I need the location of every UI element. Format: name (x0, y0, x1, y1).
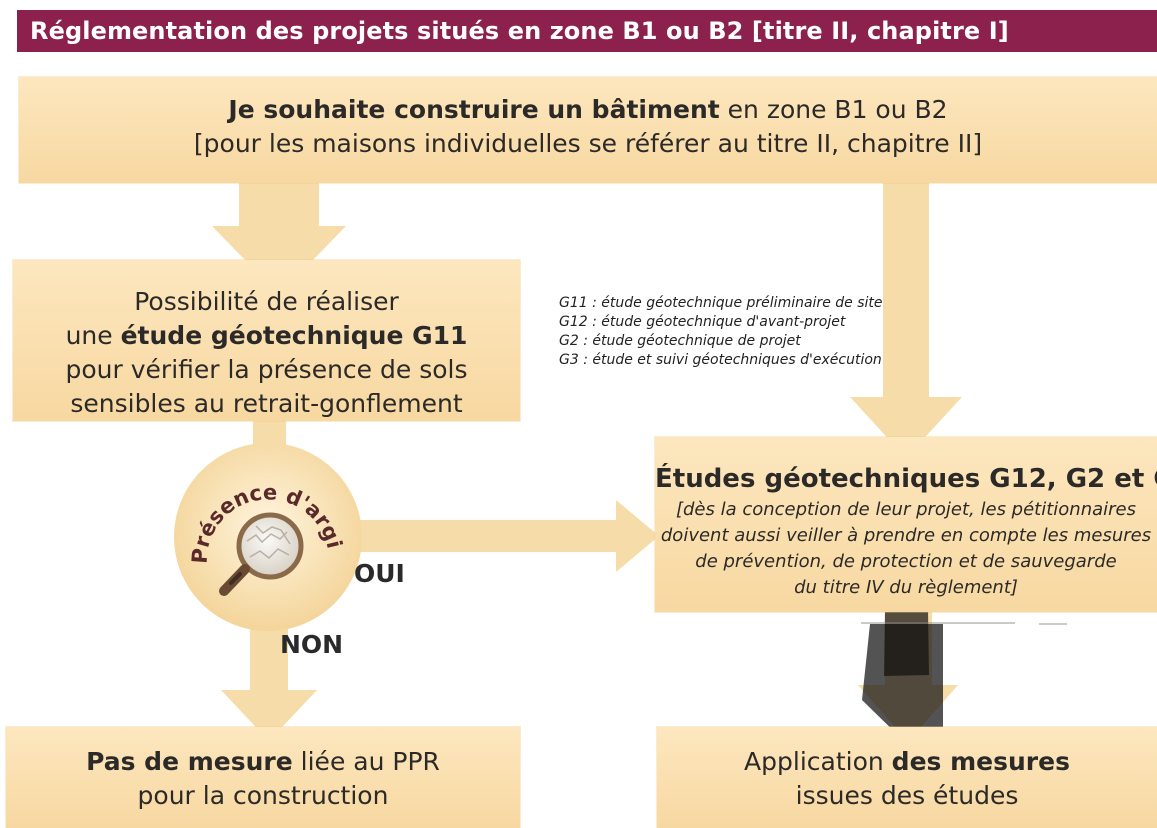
decision-node: Présence d'argile ? (176, 441, 353, 630)
apply-measures-line-1: Application des mesures (657, 745, 1157, 779)
etudes-line-2: doivent aussi veiller à prendre en compt… (660, 525, 1152, 546)
no-measure-box: Pas de mesure liée au PPR pour la constr… (6, 727, 520, 828)
arrow-g11-to-decision-stem (253, 421, 286, 462)
legend-g12: G12 : étude géotechnique d'avant-projet (559, 314, 846, 330)
page-title: Réglementation des projets situés en zon… (17, 10, 1157, 52)
g11-line-4: sensibles au retrait-gonflement (70, 389, 463, 418)
etudes-line-1: [dès la conception de leur projet, les p… (675, 499, 1137, 520)
etudes-title: Études géotechniques G12, G2 et G3 (655, 464, 1157, 494)
g11-box: Possibilité de réaliser une étude géotec… (13, 260, 520, 421)
etudes-line-4: du titre IV du règlement] (794, 577, 1018, 598)
no-measure-line-1: Pas de mesure liée au PPR (6, 745, 520, 779)
start-box-zone-text: en zone B1 ou B2 (719, 95, 948, 124)
g11-line-1: Possibilité de réaliser (134, 287, 399, 316)
legend-g11: G11 : étude géotechnique préliminaire de… (559, 295, 883, 311)
yes-label: OUI (354, 559, 405, 588)
g11-line-2: une étude géotechnique G11 (13, 319, 520, 353)
no-measure-bold: Pas de mesure (86, 747, 293, 776)
side-scan-code (1137, 215, 1153, 335)
g11-line-2-prefix: une (65, 321, 121, 350)
magnifier-icon (219, 512, 304, 596)
apply-measures-bold: des mesures (891, 747, 1070, 776)
start-box-line-2: [pour les maisons individuelles se référ… (193, 129, 983, 158)
scan-black-mark-right (862, 624, 943, 742)
arrow-etudes-to-bottom-right (858, 612, 958, 742)
etudes-box: Études géotechniques G12, G2 et G3 [dès … (655, 437, 1157, 612)
no-measure-rest: liée au PPR (292, 747, 440, 776)
study-legend: G11 : étude géotechnique préliminaire de… (559, 294, 883, 370)
no-measure-line-2: pour la construction (137, 781, 389, 810)
start-box: Je souhaite construire un bâtiment en zo… (19, 77, 1157, 183)
g11-line-3: pour vérifier la présence de sols (65, 355, 468, 384)
legend-g2: G2 : étude géotechnique de projet (559, 333, 801, 349)
scan-black-mark-right-upper (884, 610, 929, 676)
page-title-text: Réglementation des projets situés en zon… (30, 17, 1009, 45)
etudes-line-3: de prévention, de protection et de sauve… (695, 551, 1117, 572)
apply-measures-line-2: issues des études (795, 781, 1019, 810)
legend-g3: G3 : étude et suivi géotechniques d'exéc… (559, 352, 882, 368)
start-box-bold-text: Je souhaite construire un bâtiment (228, 95, 720, 124)
g11-line-2-bold: étude géotechnique G11 (120, 321, 468, 350)
no-label: NON (280, 630, 344, 659)
apply-measures-prefix: Application (744, 747, 892, 776)
start-box-line-1: Je souhaite construire un bâtiment en zo… (19, 93, 1157, 127)
decision-svg: Présence d'argile ? (176, 441, 346, 596)
apply-measures-box: Application des mesures issues des étude… (657, 727, 1157, 828)
